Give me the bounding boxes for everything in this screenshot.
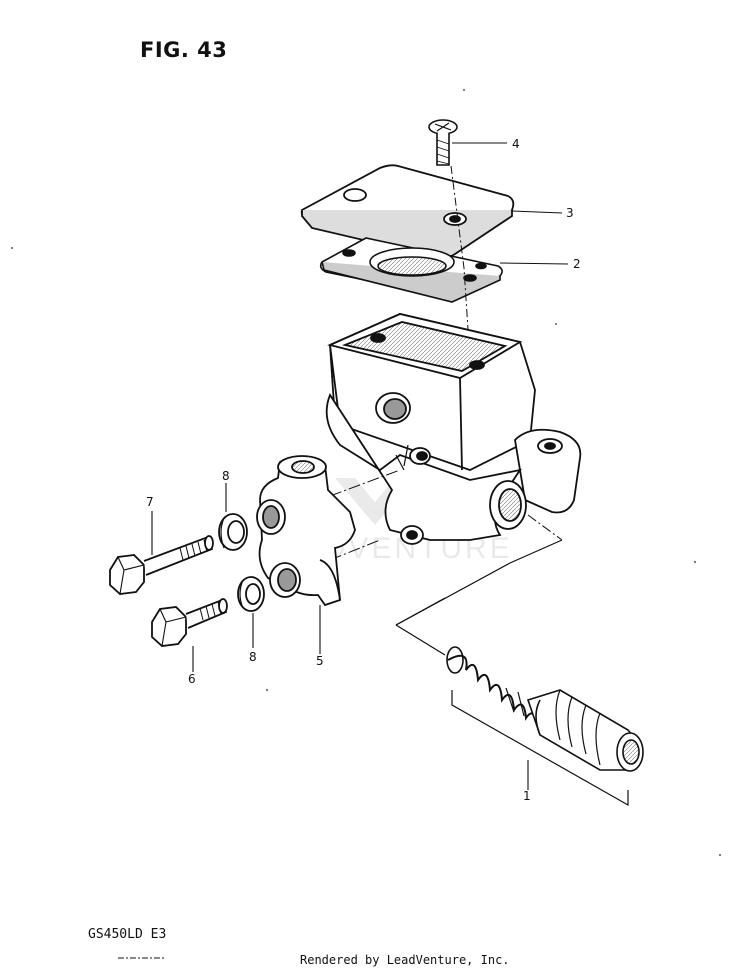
part-3-reservoir-cap xyxy=(300,164,515,259)
part-8-washer-lower xyxy=(237,576,265,612)
callout-6: 6 xyxy=(188,672,196,686)
part-8-washer-upper xyxy=(218,513,248,551)
alignment-line-piston xyxy=(527,514,563,541)
callout-8-upper: 8 xyxy=(222,469,230,483)
footer-credit: Rendered by LeadVenture, Inc. xyxy=(300,953,510,967)
callout-5: 5 xyxy=(316,654,324,668)
scan-specks xyxy=(11,89,721,856)
callout-1: 1 xyxy=(523,789,531,803)
part-1-piston-kit xyxy=(446,646,644,772)
callout-8-lower: 8 xyxy=(249,650,257,664)
part-6-short-bolt xyxy=(151,598,228,647)
callout-2: 2 xyxy=(573,257,581,271)
figure-title: FIG. 43 xyxy=(140,38,228,62)
callout-7: 7 xyxy=(146,495,154,509)
part-5-clamp xyxy=(256,455,356,607)
master-cylinder-body xyxy=(325,313,582,545)
part-1-bracket-top xyxy=(395,539,563,626)
callout-4: 4 xyxy=(512,137,520,151)
alignment-line-bolts xyxy=(329,469,401,561)
part-7-long-bolt xyxy=(109,535,214,595)
model-code: GS450LD E3 xyxy=(88,927,167,942)
part-2-diaphragm xyxy=(319,237,503,303)
callout-3: 3 xyxy=(566,206,574,220)
leader-lines xyxy=(151,142,569,790)
part-4-screw xyxy=(428,119,458,166)
callouts: 4 3 2 8 7 8 5 6 1 xyxy=(146,137,581,803)
